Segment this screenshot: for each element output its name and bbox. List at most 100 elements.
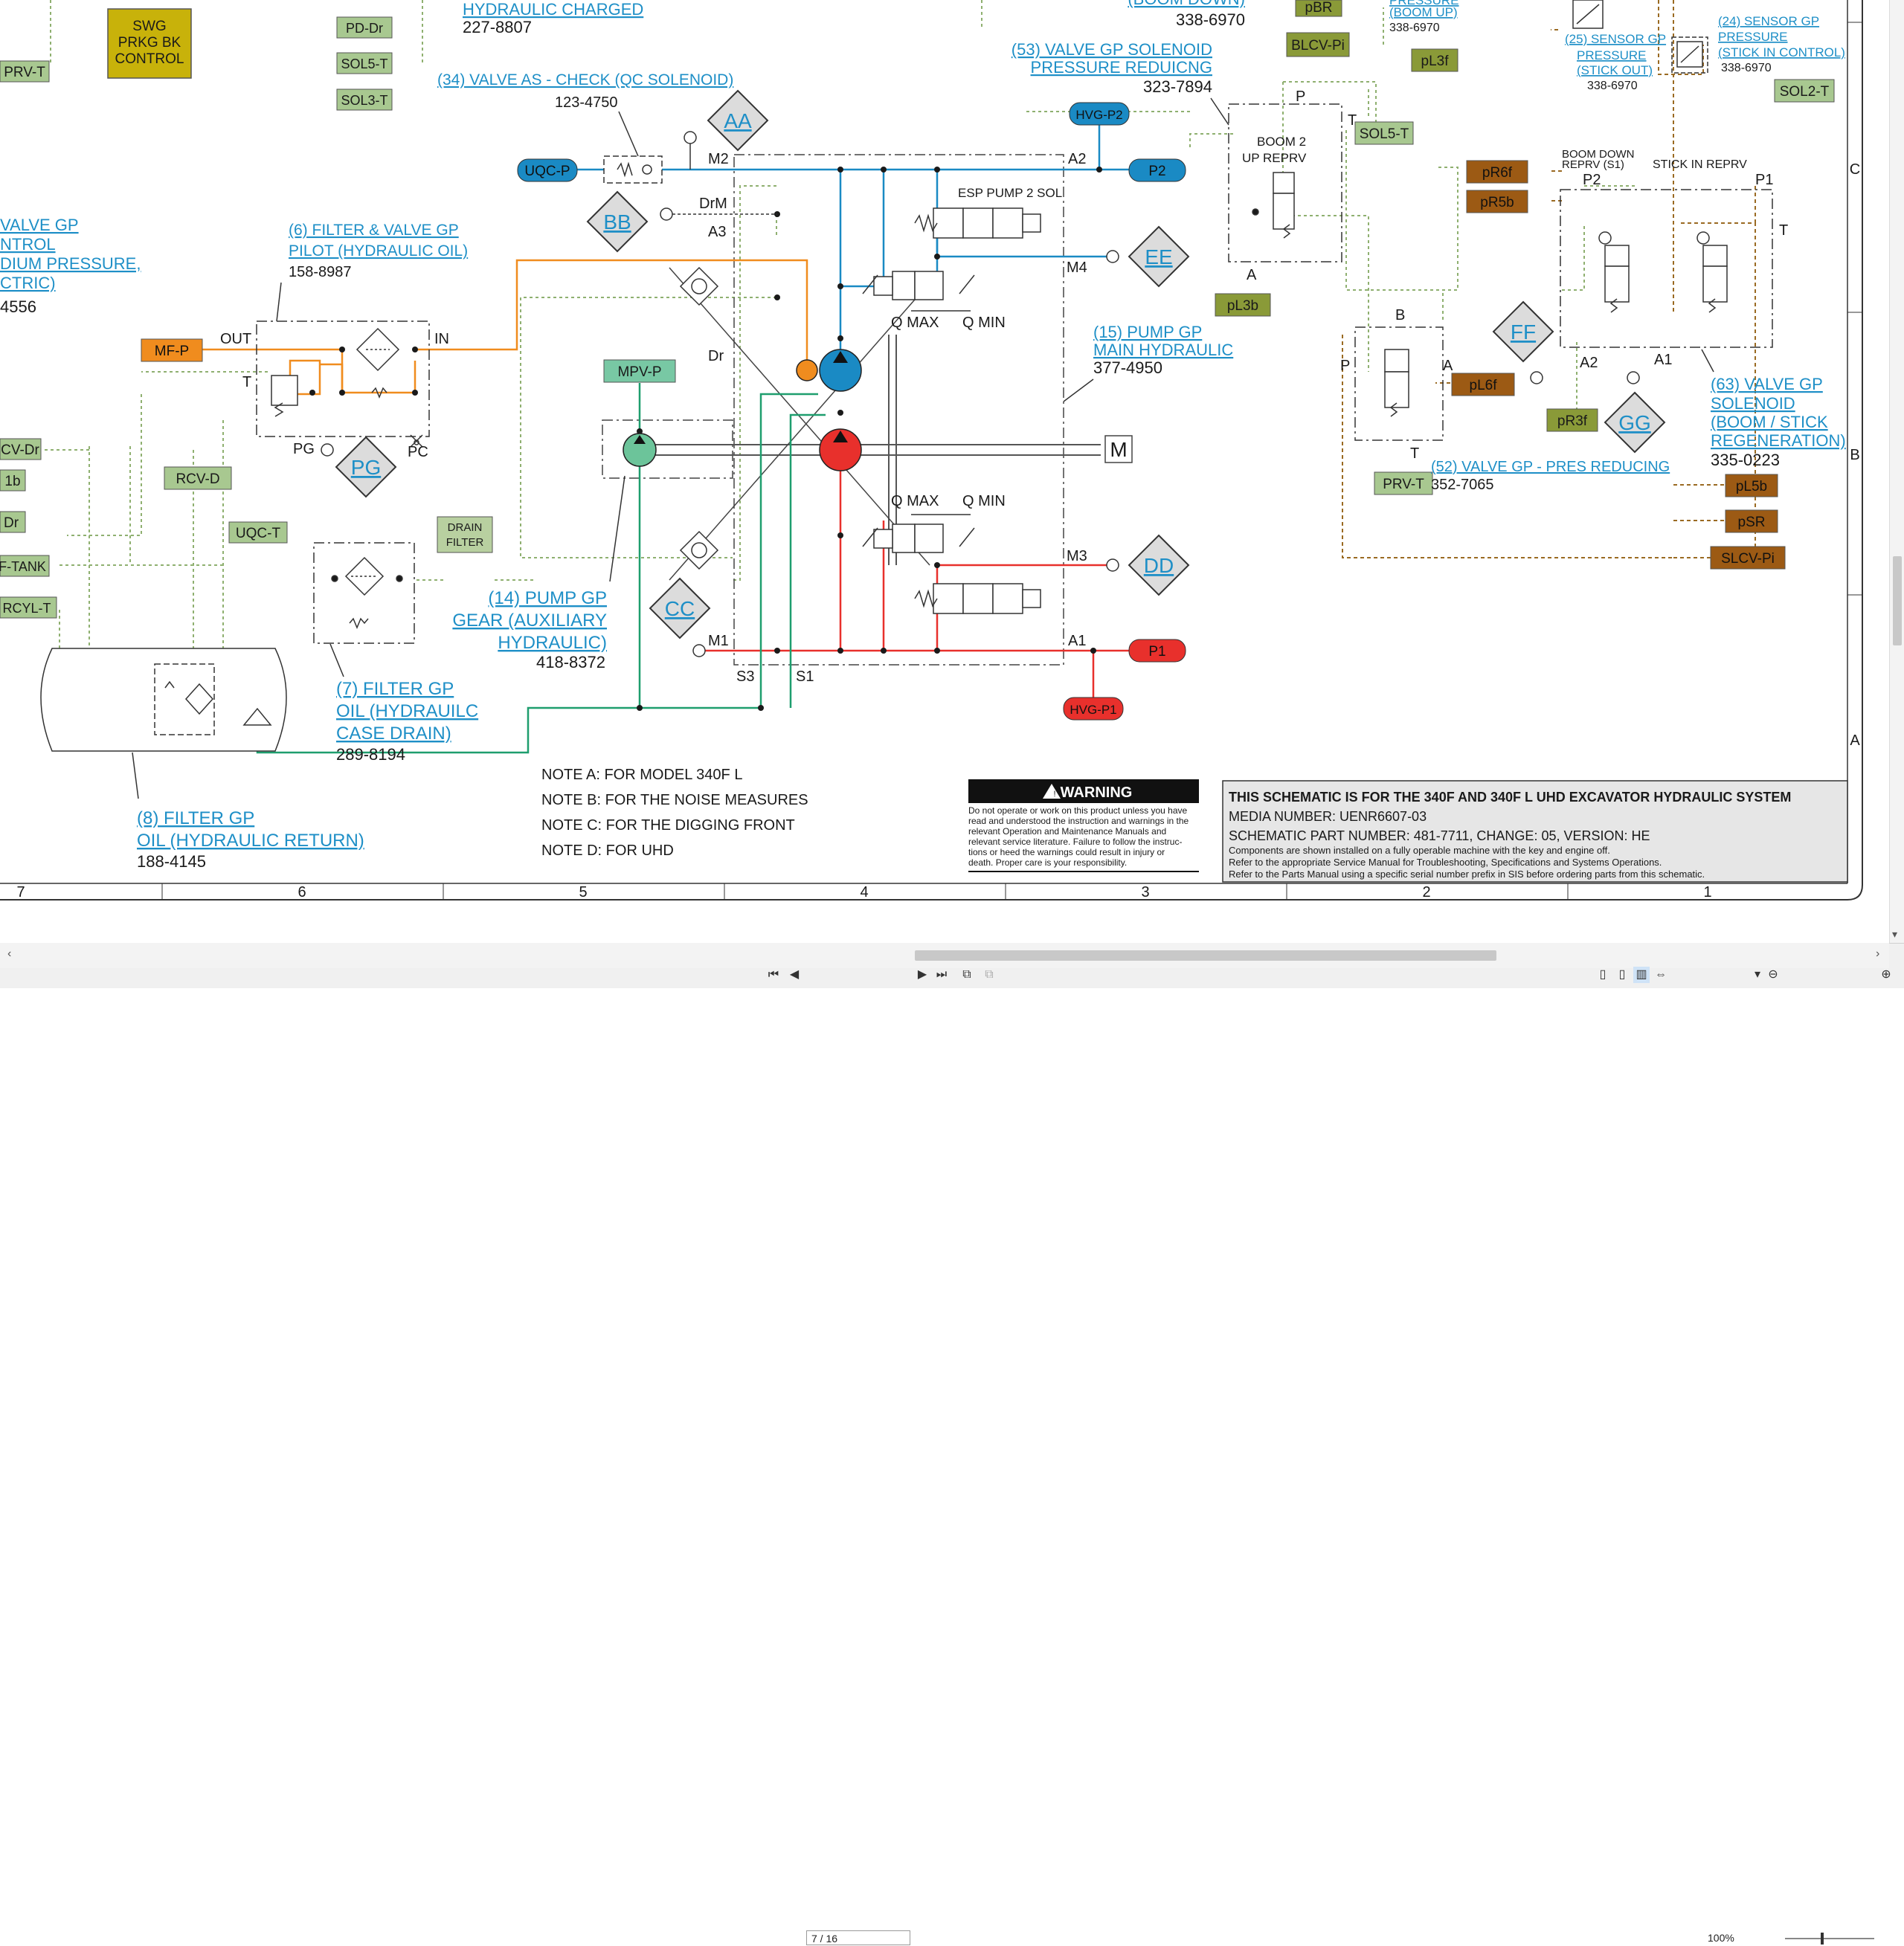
zoom-in-icon[interactable]: ⊕ [1881, 968, 1891, 981]
port-m3: M3 [1067, 548, 1087, 564]
scroll-down-arrow-icon[interactable]: ▾ [1892, 928, 1898, 940]
link-sensor-25-l2[interactable]: PRESSURE [1577, 48, 1647, 62]
facing-view-icon[interactable]: ▥ [1633, 967, 1650, 983]
link-hydraulic-charged[interactable]: HYDRAULIC CHARGED [463, 0, 643, 19]
zoom-slider-knob[interactable] [1821, 1933, 1824, 1945]
previous-view-icon[interactable]: ⧉ [962, 968, 971, 981]
port-a2: A2 [1068, 151, 1086, 167]
horizontal-scroll-thumb[interactable] [915, 950, 1496, 961]
tag-hvg-p2: HVG-P2 [1075, 108, 1122, 122]
diamond-aa[interactable]: AA [707, 89, 769, 152]
warning-box: ! WARNING Do not operate or work on this… [968, 779, 1199, 872]
link-valve-63-l1[interactable]: (63) VALVE GP [1711, 375, 1823, 393]
svg-text:CC[interactable]: CC [665, 597, 695, 620]
link-filter-6-l2[interactable]: PILOT (HYDRAULIC OIL) [289, 242, 468, 260]
scroll-right-arrow-icon[interactable]: › [1876, 947, 1880, 960]
tag-prv-t-top: PRV-T [4, 65, 45, 80]
drain-filter-line-1: DRAIN [448, 521, 483, 534]
single-page-view-icon[interactable]: ▯ [1599, 968, 1606, 981]
zoom-slider-track[interactable] [1785, 1938, 1874, 1939]
horizontal-scrollbar[interactable]: ‹ › [0, 943, 1889, 968]
gauge-port-symbols [660, 207, 1640, 657]
diamond-gg[interactable]: GG [1604, 391, 1666, 454]
link-pump-15-l2[interactable]: MAIN HYDRAULIC [1093, 341, 1233, 359]
svg-text:GG[interactable]: GG [1618, 411, 1651, 434]
last-page-icon[interactable]: ⏭ [936, 968, 948, 981]
zoom-level-field[interactable]: 100% [1708, 1932, 1734, 1944]
svg-text:DD[interactable]: DD [1144, 554, 1174, 577]
diamond-dd[interactable]: DD [1128, 534, 1190, 596]
link-filter-8-l2[interactable]: OIL (HYDRAULIC RETURN) [137, 831, 364, 851]
link-valve-63-l4[interactable]: REGENERATION) [1711, 431, 1846, 450]
warning-line-6: death. Proper care is your responsibilit… [968, 857, 1127, 868]
svg-text:AA[interactable]: AA [724, 109, 752, 132]
page-number-input[interactable]: 7 / 16 [806, 1930, 910, 1945]
link-valve-63-l2[interactable]: SOLENOID [1711, 394, 1795, 413]
link-pump-15-l1[interactable]: (15) PUMP GP [1093, 323, 1202, 341]
tag-prv-t-right: PRV-T [1383, 477, 1424, 492]
link-valve-63-l3[interactable]: (BOOM / STICK [1711, 413, 1828, 431]
diamond-cc[interactable]: CC [649, 577, 711, 639]
link-pressure-boom-up-l1[interactable]: PRESSURE [1389, 0, 1459, 7]
regulator-upper-symbol [862, 271, 975, 312]
vertical-scrollbar[interactable]: ▾ [1889, 0, 1904, 943]
drain-filter-line-2: FILTER [446, 536, 484, 549]
link-filter-7-l1[interactable]: (7) FILTER GP [336, 679, 454, 699]
link-filter-7-l2[interactable]: OIL (HYDRAUILC [336, 701, 478, 721]
link-pump-14-l1[interactable]: (14) PUMP GP [488, 588, 607, 608]
tag-pr5b: pR5b [1480, 195, 1514, 210]
link-valve-gp-left-2[interactable]: NTROL [0, 235, 56, 254]
sensor24-symbol [1671, 36, 1708, 74]
port-s1: S1 [796, 668, 814, 685]
info-note-3: Refer to the Parts Manual using a specif… [1229, 869, 1705, 880]
link-pump-14-l3[interactable]: HYDRAULIC) [498, 633, 607, 653]
link-filter-6-l1[interactable]: (6) FILTER & VALVE GP [289, 222, 459, 239]
scroll-left-arrow-icon[interactable]: ‹ [7, 947, 12, 960]
link-filter-8-l1[interactable]: (8) FILTER GP [137, 808, 254, 828]
link-valve-gp-left-4[interactable]: CTRIC) [0, 274, 56, 292]
diamond-ff[interactable]: FF [1492, 300, 1554, 363]
grid-row-c: C [1850, 161, 1860, 178]
next-page-icon[interactable]: ▶ [917, 968, 927, 981]
first-page-icon[interactable]: ⏮ [768, 968, 779, 981]
vertical-scroll-thumb[interactable] [1893, 556, 1902, 645]
solenoid-lower-symbol [914, 583, 1041, 614]
link-valve-34[interactable]: (34) VALVE AS - CHECK (QC SOLENOID) [437, 71, 733, 88]
diamond-ee[interactable]: EE [1128, 225, 1190, 288]
valve52-symbol [1354, 326, 1444, 441]
zoom-out-icon[interactable]: ⊖ [1768, 968, 1778, 981]
link-sensor-25-l3[interactable]: (STICK OUT) [1577, 63, 1653, 77]
link-sensor-24-l2[interactable]: PRESSURE [1718, 30, 1788, 44]
svg-text:BB[interactable]: BB [603, 210, 631, 233]
qmax-lower: Q MAX [891, 493, 939, 509]
link-filter-7-l3[interactable]: CASE DRAIN) [336, 724, 451, 744]
link-valve-53-l2[interactable]: PRESSURE REDUICNG [1031, 58, 1212, 77]
num-158-8987: 158-8987 [289, 264, 352, 280]
svg-text:EE[interactable]: EE [1145, 245, 1172, 268]
link-boom-down[interactable]: (BOOM DOWN) [1128, 0, 1245, 8]
fit-width-icon[interactable]: ⇔ [1655, 968, 1667, 981]
link-pressure-boom-up-l2[interactable]: (BOOM UP) [1389, 5, 1458, 19]
port-a1: A1 [1068, 633, 1086, 649]
link-valve-53-l1[interactable]: (53) VALVE GP SOLENOID [1012, 40, 1212, 59]
continuous-view-icon[interactable]: ▯ [1618, 968, 1626, 981]
link-sensor-24-l3[interactable]: (STICK IN CONTROL) [1718, 45, 1845, 59]
link-valve-gp-left-3[interactable]: DIUM PRESSURE, [0, 254, 141, 273]
link-sensor-24-l1[interactable]: (24) SENSOR GP [1718, 14, 1819, 28]
info-note-1: Components are shown installed on a full… [1229, 845, 1610, 856]
diamond-bb[interactable]: BB [586, 190, 649, 253]
zoom-dropdown-icon[interactable]: ▾ [1754, 968, 1761, 981]
port-t-boom2: T [1348, 112, 1357, 129]
next-view-icon[interactable]: ⧉ [985, 968, 994, 981]
link-pump-14-l2[interactable]: GEAR (AUXILIARY [452, 610, 607, 631]
diamond-pg[interactable]: PG [335, 436, 397, 498]
qmin-lower: Q MIN [962, 493, 1006, 509]
link-valve-52[interactable]: (52) VALVE GP - PRES REDUCING [1431, 459, 1670, 475]
svg-text:PG[interactable]: PG [351, 456, 381, 479]
link-sensor-25-l1[interactable]: (25) SENSOR GP [1565, 32, 1666, 46]
tag-p2: P2 [1148, 164, 1165, 179]
svg-text:FF[interactable]: FF [1511, 320, 1536, 344]
link-valve-gp-left-1[interactable]: VALVE GP [0, 216, 79, 234]
swg-prkg-bk-control: SWG PRKG BK CONTROL [107, 8, 192, 79]
previous-page-icon[interactable]: ◀ [789, 968, 800, 981]
